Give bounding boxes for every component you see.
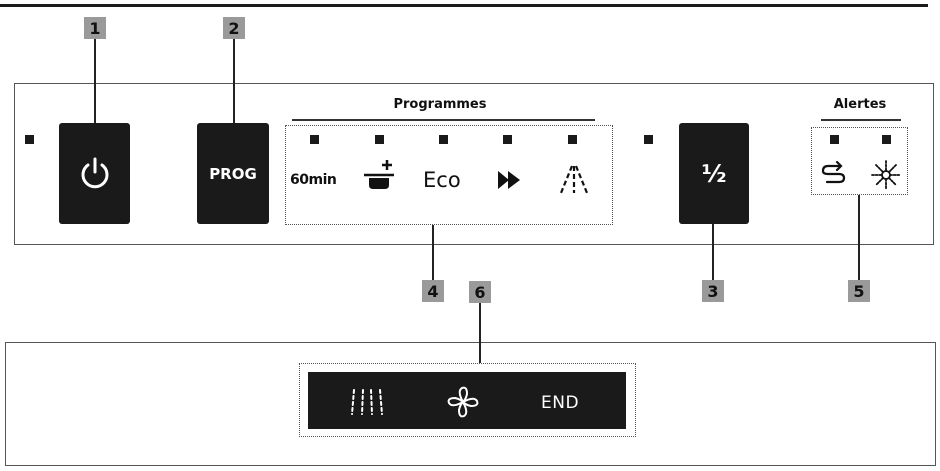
fan-drying-icon xyxy=(447,386,479,418)
callout-3: 3 xyxy=(702,280,724,302)
half-load-led xyxy=(644,135,653,144)
fast-forward-icon[interactable] xyxy=(496,169,522,191)
callout-5: 5 xyxy=(848,280,870,302)
salt-icon xyxy=(871,160,901,190)
callout-4: 4 xyxy=(422,280,444,302)
power-icon xyxy=(81,157,108,188)
half-load-button[interactable]: ½ xyxy=(679,123,749,224)
rinse-spray-icon[interactable] xyxy=(557,163,591,195)
programmes-title: Programmes xyxy=(393,97,487,112)
leader-3 xyxy=(712,224,714,281)
alerts-title: Alertes xyxy=(833,97,887,112)
programme-eco[interactable]: Eco xyxy=(423,168,461,192)
leader-4 xyxy=(432,225,434,281)
display-panel xyxy=(5,342,936,466)
programme-led-60min xyxy=(310,135,319,144)
leader-1 xyxy=(94,39,96,123)
washing-icon xyxy=(351,389,383,415)
half-load-label: ½ xyxy=(701,159,727,188)
rinse-aid-led xyxy=(830,135,839,144)
intensive-icon[interactable] xyxy=(362,158,398,192)
alerts-rule xyxy=(821,119,901,121)
prog-button[interactable]: PROG xyxy=(197,123,269,224)
leader-6 xyxy=(479,303,481,363)
alerts-group xyxy=(811,127,908,195)
programme-60min[interactable]: 60min xyxy=(290,172,337,188)
callout-6: 6 xyxy=(469,281,491,303)
programmes-rule xyxy=(292,119,595,121)
top-rule xyxy=(0,4,928,7)
leader-2 xyxy=(233,39,235,123)
prog-button-label: PROG xyxy=(209,164,257,183)
programme-led-intensive xyxy=(375,135,384,144)
salt-led xyxy=(882,135,891,144)
leader-5 xyxy=(858,195,860,281)
end-label: END xyxy=(541,393,580,413)
power-button[interactable] xyxy=(59,123,130,224)
programme-led-rinse xyxy=(568,135,577,144)
callout-2: 2 xyxy=(223,17,245,39)
callout-1: 1 xyxy=(84,17,106,39)
rinse-aid-icon xyxy=(821,161,846,184)
programme-led-fast xyxy=(503,135,512,144)
control-panel xyxy=(14,83,934,245)
programmes-group xyxy=(285,125,613,225)
power-indicator-led xyxy=(25,135,34,144)
status-display-group xyxy=(299,363,636,437)
programme-led-eco xyxy=(439,135,448,144)
